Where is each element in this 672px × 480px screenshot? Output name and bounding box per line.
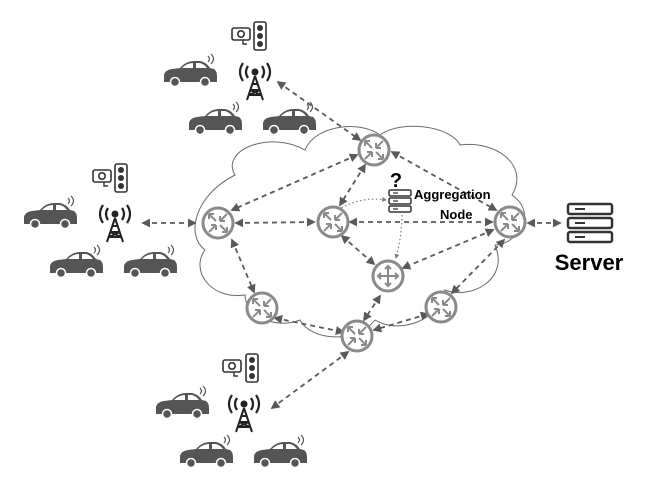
router-lower-right-icon[interactable] (424, 290, 458, 324)
traffic-light-icon (253, 21, 267, 51)
camera-icon (231, 27, 251, 45)
car-icon (23, 195, 78, 230)
car-icon (123, 244, 178, 279)
car-icon (163, 53, 218, 88)
router-center-icon[interactable] (316, 205, 350, 239)
aggregation-label-line2: Node (440, 207, 473, 222)
router-left-icon[interactable] (201, 206, 235, 240)
server-icon[interactable] (566, 202, 614, 244)
aggregation-server-icon (388, 189, 412, 213)
car-icon (49, 244, 104, 279)
cell-tower-icon (98, 203, 132, 244)
question-mark: ? (390, 170, 402, 192)
router-top-icon[interactable] (357, 133, 391, 167)
cell-tower-icon (227, 393, 261, 434)
aggregation-label-line1: Aggregation (414, 187, 491, 202)
router-right-icon[interactable] (493, 205, 527, 239)
vehicle-cluster-top (163, 21, 317, 136)
traffic-light-icon (114, 163, 128, 193)
camera-icon (92, 169, 112, 187)
cell-tower-icon (238, 61, 272, 102)
car-icon (188, 101, 243, 136)
car-icon (155, 385, 210, 420)
camera-icon (222, 359, 242, 377)
network-links (141, 80, 562, 410)
car-icon (179, 434, 234, 469)
router-bottom-icon[interactable] (340, 319, 374, 353)
aggregation-links (337, 197, 403, 259)
traffic-light-icon (245, 353, 259, 383)
car-icon (253, 434, 308, 469)
server-label: Server (555, 250, 624, 275)
vehicle-cluster-left (23, 163, 178, 279)
vehicle-cluster-bottom (155, 353, 308, 469)
router-lower-left-icon[interactable] (245, 291, 279, 325)
aggregation-router-icon[interactable] (371, 259, 405, 293)
car-icon (262, 101, 317, 136)
